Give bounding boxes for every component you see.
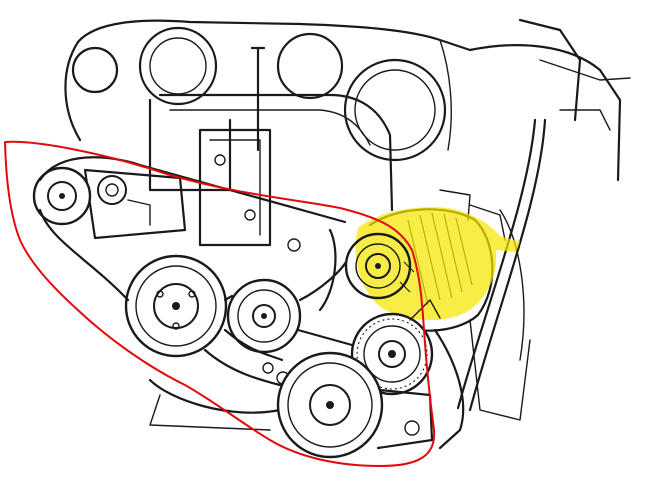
- crankshaft-pulley: [124, 254, 228, 358]
- timing-cover: [71, 26, 447, 385]
- power-steering-pulley: [32, 166, 187, 240]
- idler-pulley: [226, 278, 302, 354]
- ac-compressor-pulley: [276, 351, 434, 459]
- alternator-highlight: [355, 207, 520, 321]
- belt-route-outline: [4, 140, 436, 467]
- alternator-pulley: [344, 232, 415, 300]
- engine-block: [64, 18, 631, 450]
